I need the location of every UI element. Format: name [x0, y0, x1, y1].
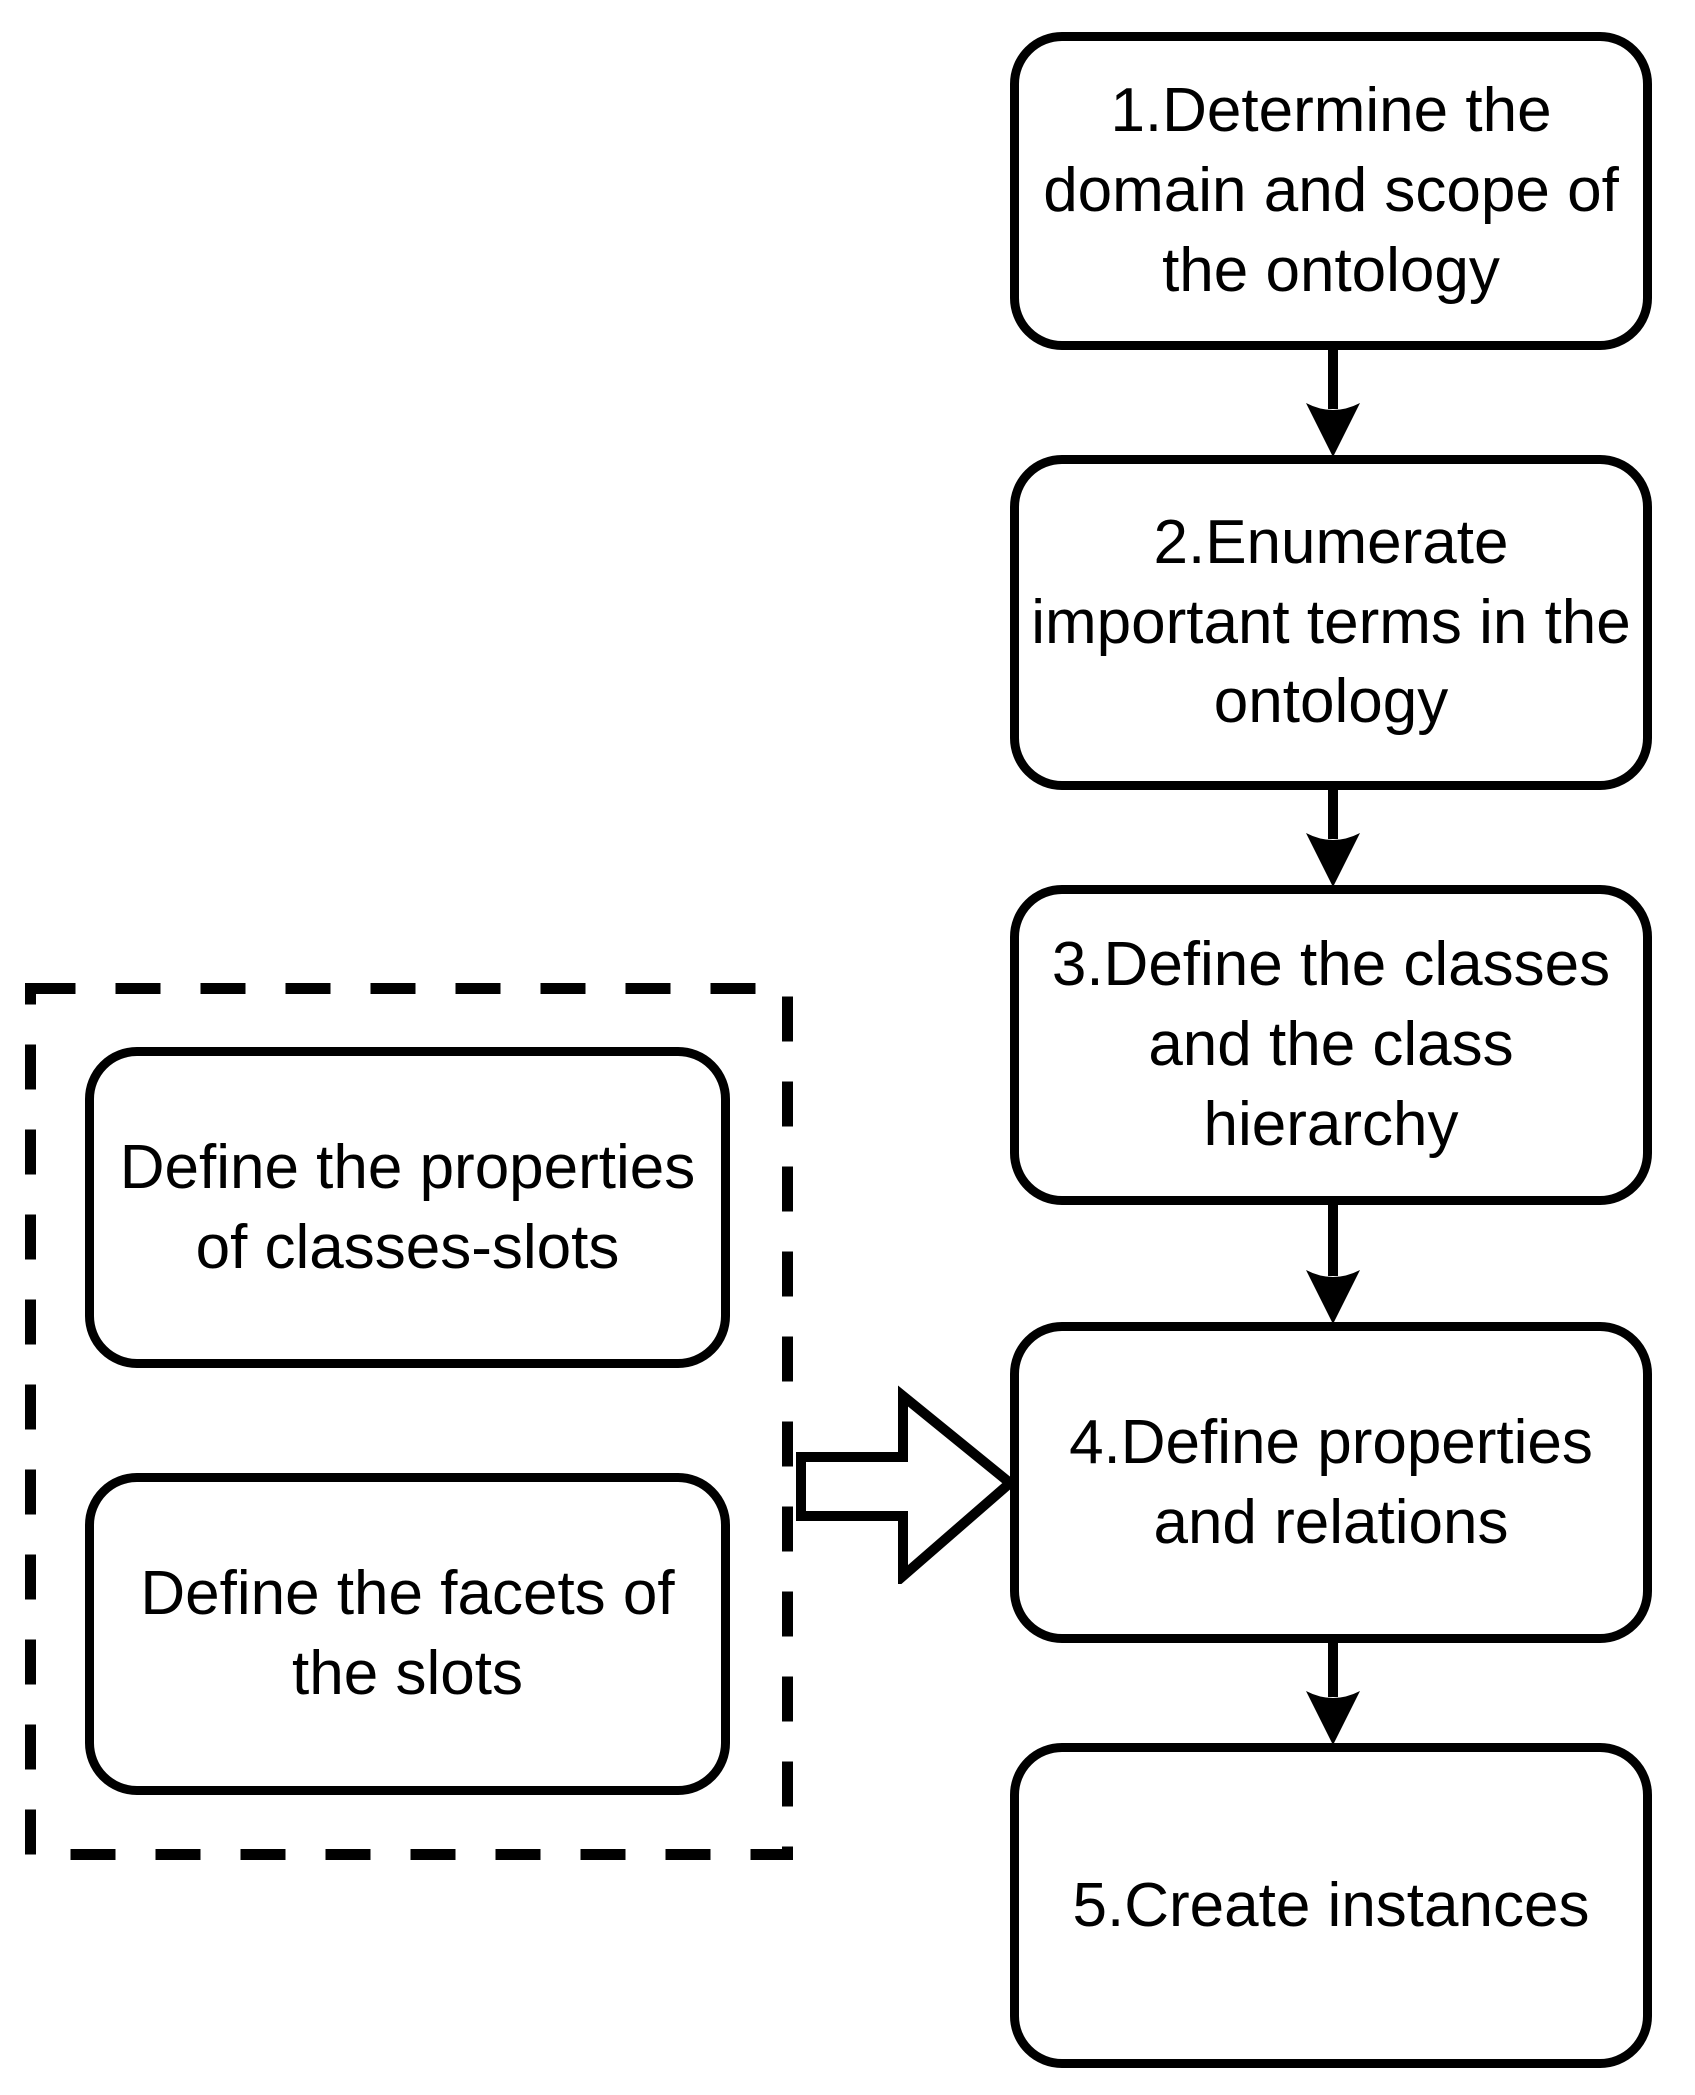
step-label: 4.Define properties and relations — [1069, 1407, 1593, 1557]
side-box-label: Define the properties of classes-slots — [119, 1132, 696, 1282]
arrow-down-icon — [1306, 1641, 1360, 1745]
step-label: 3.Define the classes and the class hiera… — [1051, 930, 1611, 1159]
side-box-define-facets-of-slots: Define the facets of the slots — [85, 1473, 730, 1795]
step-box-5-create-instances: 5.Create instances — [1010, 1743, 1652, 2068]
arrow-down-icon — [1306, 788, 1360, 887]
step-box-2-enumerate-terms: 2.Enumerate important terms in the ontol… — [1010, 455, 1652, 790]
step-label: 2.Enumerate important terms in the ontol… — [1031, 507, 1631, 737]
step-label: 5.Create instances — [1072, 1870, 1590, 1940]
side-box-label: Define the facets of the slots — [140, 1559, 675, 1708]
dashed-group-border — [25, 983, 793, 1860]
step-box-1-determine-domain-scope: 1.Determine the domain and scope of the … — [1010, 32, 1652, 350]
arrow-down-icon — [1306, 348, 1360, 457]
arrow-down-icon — [1306, 1203, 1360, 1324]
side-box-define-properties-of-classes-slots: Define the properties of classes-slots — [85, 1047, 730, 1368]
step-label: 1.Determine the domain and scope of the … — [1043, 76, 1619, 305]
step-box-3-define-classes-hierarchy: 3.Define the classes and the class hiera… — [1010, 885, 1652, 1205]
block-arrow-right-icon — [796, 1385, 1017, 1584]
step-box-4-define-properties-relations: 4.Define properties and relations — [1010, 1322, 1652, 1643]
